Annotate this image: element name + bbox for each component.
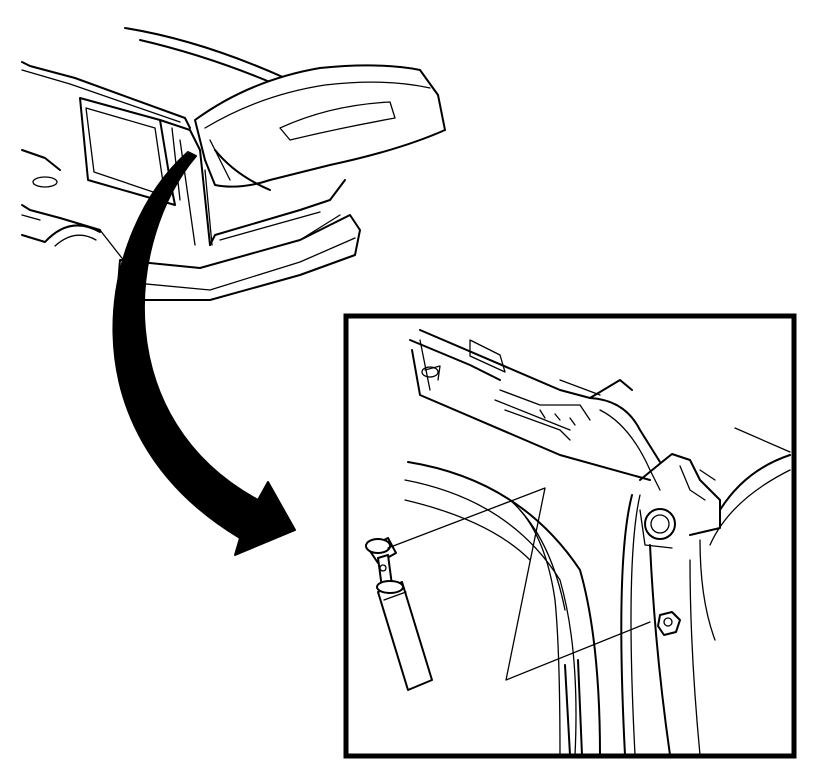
inset-detail-view [404, 329, 791, 756]
leader-lines [387, 487, 651, 681]
vehicle-rear-view [21, 27, 446, 301]
detail-inset-frame [343, 313, 797, 759]
gas-strut [365, 537, 433, 691]
callout-arrow [112, 151, 296, 556]
